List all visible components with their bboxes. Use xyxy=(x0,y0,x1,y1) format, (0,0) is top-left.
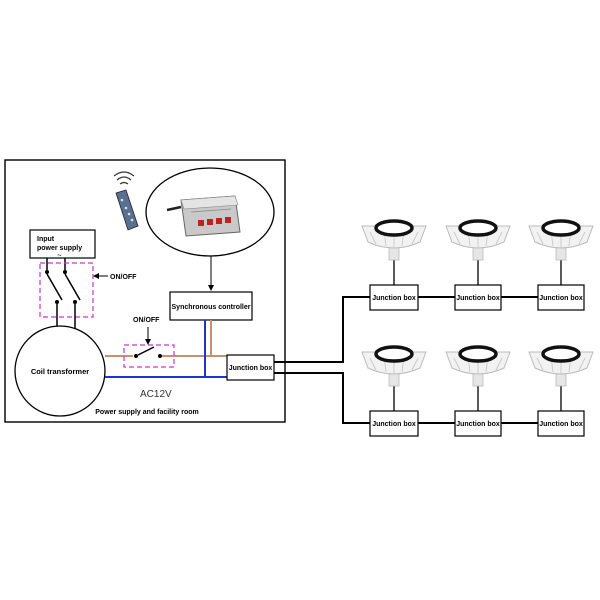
aux-switch-terminal xyxy=(158,354,162,358)
input-power-supply-label-1: Input xyxy=(37,236,55,243)
remote-control-icon xyxy=(115,189,139,231)
junction-box xyxy=(454,284,502,311)
main-switch-terminal xyxy=(73,300,77,304)
main-switch-blade-right xyxy=(64,273,81,301)
junction-box-label: Junction box xyxy=(372,295,416,302)
junction-box-label: Junction box xyxy=(539,421,583,428)
feed-line-lower xyxy=(274,372,370,424)
junction-box-label: Junction box xyxy=(456,421,500,428)
light-fixture-icon xyxy=(528,219,594,261)
feed-line-upper xyxy=(274,296,370,363)
main-switch-terminal xyxy=(63,270,67,274)
aux-switch-blade xyxy=(137,346,155,356)
light-fixture-icon xyxy=(445,219,511,261)
junction-box xyxy=(369,410,419,437)
voltage-label: AC12V xyxy=(140,389,172,400)
light-fixture-icon xyxy=(528,345,594,387)
junction-box-label: Junction box xyxy=(456,295,500,302)
input-power-supply-box xyxy=(29,229,96,259)
room-junction-box-label: Junction box xyxy=(229,365,273,372)
main-switch-terminal xyxy=(55,300,59,304)
junction-box xyxy=(369,284,419,311)
input-power-supply-label-2: power supply xyxy=(37,245,82,252)
junction-box-label: Junction box xyxy=(372,421,416,428)
wireless-signal-icon xyxy=(113,171,135,185)
coil-transformer xyxy=(14,325,106,417)
aux-switch-box xyxy=(123,344,175,368)
room-caption: Power supply and facility room xyxy=(95,409,198,416)
light-fixture-icon xyxy=(361,345,427,387)
aux-switch-label: ON/OFF xyxy=(133,317,160,324)
synchronous-controller-label: Synchronous controller xyxy=(172,304,251,311)
controller-arrow-head xyxy=(208,285,214,291)
aux-switch-terminal xyxy=(134,354,138,358)
coil-transformer-label: Coil transformer xyxy=(31,367,89,376)
main-switch-terminal xyxy=(45,270,49,274)
light-fixture-icon xyxy=(361,219,427,261)
aux-switch-arrow-head xyxy=(145,339,151,345)
junction-box xyxy=(537,284,585,311)
facility-room-frame xyxy=(4,159,286,423)
controller-device-icon xyxy=(166,195,241,237)
light-fixture-icon xyxy=(445,345,511,387)
junction-box xyxy=(537,410,585,437)
junction-box xyxy=(454,410,502,437)
main-switch-arrow-head xyxy=(93,273,99,279)
room-junction-box xyxy=(226,354,275,381)
main-switch-blade-left xyxy=(46,273,63,301)
main-switch-box xyxy=(39,262,94,318)
main-switch-label: ON/OFF xyxy=(110,274,137,281)
junction-box-label: Junction box xyxy=(539,295,583,302)
input-power-supply-symbol: ~ xyxy=(57,251,62,260)
